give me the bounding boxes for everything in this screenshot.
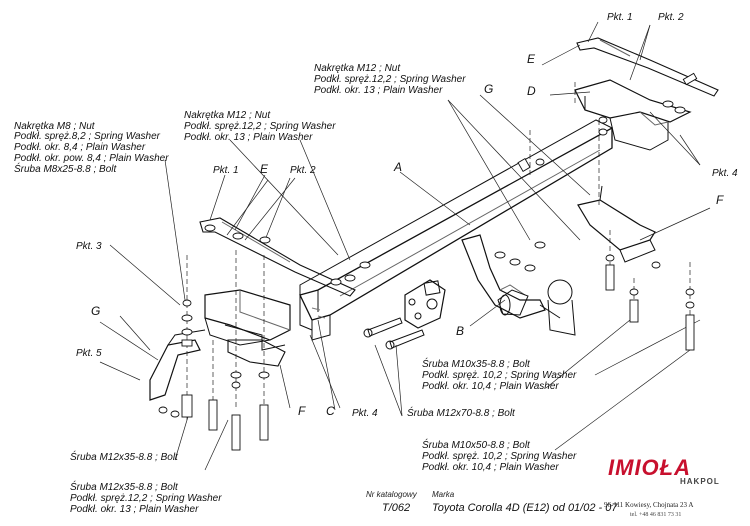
hitch-ball-b bbox=[461, 234, 576, 336]
point-1-mid: Pkt. 1 bbox=[213, 165, 239, 176]
company-sub: HAKPOL bbox=[680, 477, 720, 486]
strap-e-top bbox=[576, 37, 719, 97]
label-spring-washer-10-2-b: Podkł. spręż. 10,2 ; Spring Washer bbox=[422, 451, 577, 462]
letter-e-top: E bbox=[527, 52, 536, 66]
label-bolt-m10x35: Śruba M10x35-8.8 ; Bolt bbox=[422, 359, 530, 370]
point-2-top: Pkt. 2 bbox=[658, 12, 684, 23]
point-4-right: Pkt. 4 bbox=[712, 168, 738, 179]
point-1-top: Pkt. 1 bbox=[607, 12, 633, 23]
point-3: Pkt. 3 bbox=[76, 241, 102, 252]
point-5: Pkt. 5 bbox=[76, 348, 102, 359]
label-spring-washer-12-2-a: Podkł. spręż.12,2 ; Spring Washer bbox=[184, 121, 336, 132]
letter-d: D bbox=[527, 84, 536, 98]
label-spring-washer-8-2: Podkł. spręż.8,2 ; Spring Washer bbox=[14, 131, 160, 142]
letter-g-left: G bbox=[91, 304, 101, 318]
label-bolt-m12x70: Śruba M12x70-8.8 ; Bolt bbox=[407, 408, 515, 419]
catalog-number-label: Nr katalogowy bbox=[366, 490, 417, 499]
label-bolt-m12x35-bottom: Śruba M12x35-8.8 ; Bolt bbox=[70, 482, 178, 493]
letter-e-mid: E bbox=[260, 162, 269, 176]
label-plain-washer-8-4: Podkł. okr. 8,4 ; Plain Washer bbox=[14, 142, 146, 153]
bolts-m12x70 bbox=[363, 317, 425, 350]
label-spring-washer-10-2-a: Podkł. spręż. 10,2 ; Spring Washer bbox=[422, 370, 577, 381]
label-plain-washer-13-c: Podkł. okr. 13 ; Plain Washer bbox=[70, 504, 199, 515]
letter-c: C bbox=[326, 404, 335, 418]
point-4-bottom: Pkt. 4 bbox=[352, 408, 378, 419]
letter-b: B bbox=[456, 324, 465, 338]
brand-value: Toyota Corolla 4D (E12) od 01/02 - 07 bbox=[432, 502, 618, 514]
bracket-c bbox=[204, 289, 291, 351]
label-plain-washer-13-b: Podkł. okr. 13 ; Plain Washer bbox=[314, 85, 443, 96]
company-address: 96-111 Kowiesy, Chojnata 23 A bbox=[604, 501, 694, 509]
letter-f-bottom: F bbox=[298, 404, 306, 418]
label-nut-m8: Nakrętka M8 ; Nut bbox=[14, 121, 95, 132]
socket-plate bbox=[404, 279, 446, 329]
catalog-number-value: T/062 bbox=[382, 502, 411, 514]
strap-e-left bbox=[199, 217, 356, 297]
company-logo: IMIOŁA HAKPOL bbox=[608, 455, 726, 505]
letter-f-right: F bbox=[716, 193, 724, 207]
plate-g-left bbox=[149, 329, 206, 401]
label-plain-washer-10-4-b: Podkł. okr. 10,4 ; Plain Washer bbox=[422, 462, 559, 473]
label-plain-washer-13-a: Podkł. okr. 13 ; Plain Washer bbox=[184, 132, 313, 143]
label-spring-washer-12-2-b: Podkł. spręż.12,2 ; Spring Washer bbox=[314, 74, 466, 85]
label-plain-washer-10-4-a: Podkł. okr. 10,4 ; Plain Washer bbox=[422, 381, 559, 392]
label-bolt-m8x25: Śruba M8x25-8.8 ; Bolt bbox=[14, 164, 117, 175]
letter-g-top: G bbox=[484, 82, 494, 96]
label-nut-m12-b: Nakrętka M12 ; Nut bbox=[314, 63, 401, 74]
label-spring-washer-12-2-c: Podkł. spręż.12,2 ; Spring Washer bbox=[70, 493, 222, 504]
label-bolt-m10x50: Śruba M10x50-8.8 ; Bolt bbox=[422, 440, 530, 451]
plate-f-right bbox=[577, 185, 656, 263]
label-plain-washer-pow-8-4: Podkł. okr. pow. 8,4 ; Plain Washer bbox=[14, 153, 169, 164]
bracket-d bbox=[574, 79, 692, 151]
crossbar-a bbox=[299, 119, 613, 341]
brand-label: Marka bbox=[432, 490, 455, 499]
company-name: IMIOŁA bbox=[608, 455, 691, 480]
label-nut-m12-a: Nakrętka M12 ; Nut bbox=[184, 110, 271, 121]
company-tel: tel. +48 46 831 73 31 bbox=[630, 512, 682, 518]
point-2-mid: Pkt. 2 bbox=[290, 165, 316, 176]
plate-f-bottom bbox=[227, 339, 286, 367]
label-bolt-m12x35-left: Śruba M12x35-8.8 ; Bolt bbox=[70, 452, 178, 463]
letter-a: A bbox=[394, 160, 403, 174]
